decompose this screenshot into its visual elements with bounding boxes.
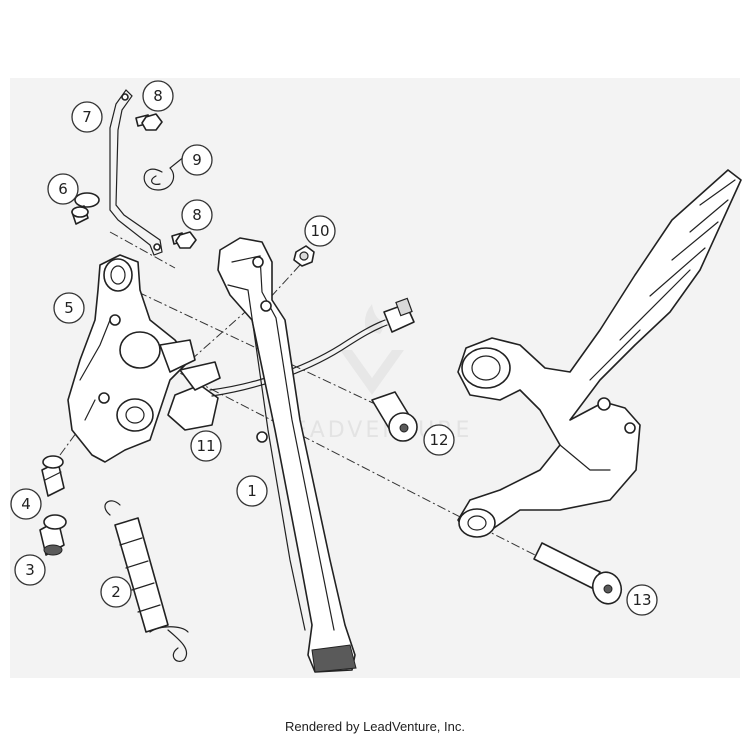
callout-7: 7 <box>71 101 103 133</box>
svg-text:11: 11 <box>196 437 215 455</box>
part-3-bushing <box>39 514 67 556</box>
svg-text:13: 13 <box>632 591 651 609</box>
svg-text:7: 7 <box>82 108 92 126</box>
part-8-bolt-lower <box>171 231 197 249</box>
part-12-sleeve <box>371 391 418 442</box>
callout-3: 3 <box>14 554 46 586</box>
part-1-side-stand <box>217 237 357 673</box>
footrest-bracket <box>457 169 742 538</box>
callout-2: 2 <box>100 576 132 608</box>
callout-11: 11 <box>190 430 222 462</box>
svg-text:4: 4 <box>21 495 31 513</box>
callout-4: 4 <box>10 488 42 520</box>
svg-text:3: 3 <box>25 561 35 579</box>
part-6-rivet <box>71 192 100 225</box>
svg-text:6: 6 <box>58 180 68 198</box>
footer-credit: Rendered by LeadVenture, Inc. <box>285 719 465 734</box>
part-7-cable-holder <box>109 89 163 256</box>
part-8-bolt-upper <box>135 113 163 131</box>
part-10-nut <box>293 245 315 267</box>
svg-text:8: 8 <box>153 87 163 105</box>
svg-text:5: 5 <box>64 299 74 317</box>
callout-5: 5 <box>53 292 85 324</box>
callout-13: 13 <box>626 584 658 616</box>
callout-10: 10 <box>304 215 336 247</box>
callout-8-upper: 8 <box>142 80 174 112</box>
part-11-sensor <box>167 297 415 431</box>
svg-text:9: 9 <box>192 151 202 169</box>
part-5-bracket <box>67 254 196 463</box>
part-2-spring <box>104 500 189 662</box>
svg-text:12: 12 <box>429 431 448 449</box>
callout-12: 12 <box>423 424 455 456</box>
svg-text:8: 8 <box>192 206 202 224</box>
svg-text:1: 1 <box>247 482 257 500</box>
svg-text:10: 10 <box>310 222 329 240</box>
callout-9: 9 <box>181 144 213 176</box>
callout-6: 6 <box>47 173 79 205</box>
part-4-bushing <box>41 455 65 497</box>
part-9-clip <box>143 151 191 191</box>
part-13-bolt <box>533 542 623 605</box>
svg-text:2: 2 <box>111 583 121 601</box>
callout-1: 1 <box>236 475 268 507</box>
callout-8-lower: 8 <box>181 199 213 231</box>
